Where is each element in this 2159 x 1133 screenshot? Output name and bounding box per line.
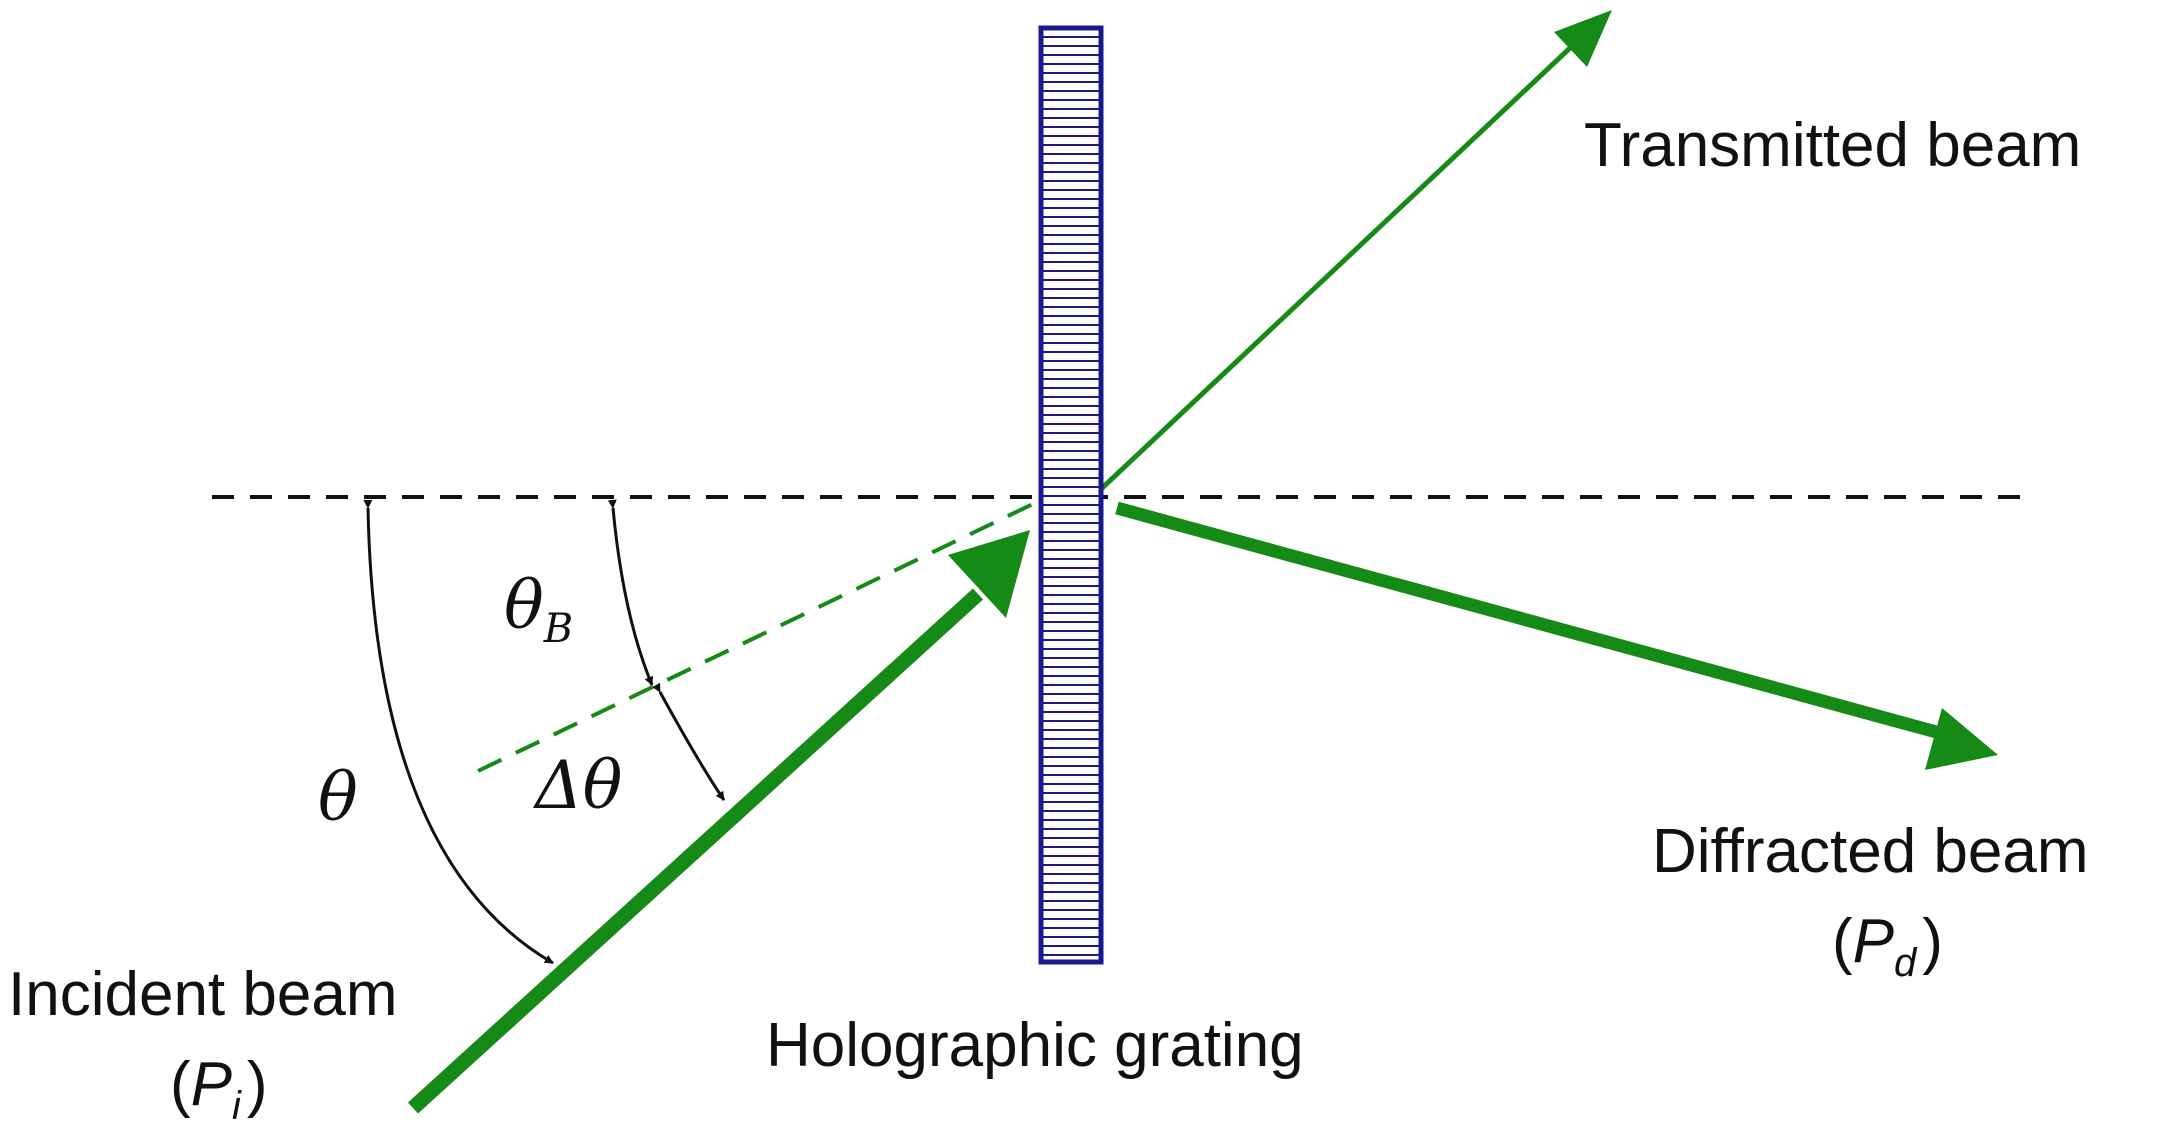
incident-beam-label: Incident beam (8, 960, 397, 1029)
incident-power-subscript: i (232, 1084, 242, 1128)
delta-theta-label: Δθ (532, 747, 622, 824)
transmitted-beam-arrowhead (1554, 10, 1612, 67)
transmitted-beam-line (1098, 46, 1572, 492)
theta-b-symbol: θ (504, 567, 544, 644)
theta-b-angle-arc (607, 499, 654, 686)
incident-paren-open: ( (170, 1050, 191, 1119)
diffracted-beam-arrowhead (1925, 708, 1998, 770)
diffracted-paren-close: ) (1922, 907, 1943, 976)
diffracted-beam-label: Diffracted beam (1652, 817, 2089, 886)
grating-fringes (1043, 36, 1099, 956)
incident-beam-arrowhead (948, 530, 1030, 618)
diffracted-beam-line (1115, 501, 1942, 740)
incident-power-label: (Pi) (170, 1050, 268, 1128)
holographic-grating (1038, 25, 1104, 965)
grating-label: Holographic grating (766, 1011, 1304, 1080)
theta-b-subscript: B (543, 606, 573, 652)
diffracted-power-symbol: P (1853, 907, 1894, 976)
bragg-angle-dashed-line (477, 500, 1038, 773)
theta-label: θ (318, 759, 358, 836)
diffracted-power-subscript: d (1894, 941, 1918, 985)
theta-b-label: θB (504, 567, 573, 652)
incident-beam-line (407, 588, 984, 1114)
theta-angle-arc (363, 499, 554, 965)
incident-power-symbol: P (191, 1050, 232, 1119)
transmitted-beam-label: Transmitted beam (1584, 111, 2081, 180)
diffracted-paren-open: ( (1832, 907, 1853, 976)
incident-paren-close: ) (247, 1050, 268, 1119)
diffracted-power-label: (Pd) (1832, 907, 1943, 985)
delta-theta-angle-arc (652, 682, 726, 801)
